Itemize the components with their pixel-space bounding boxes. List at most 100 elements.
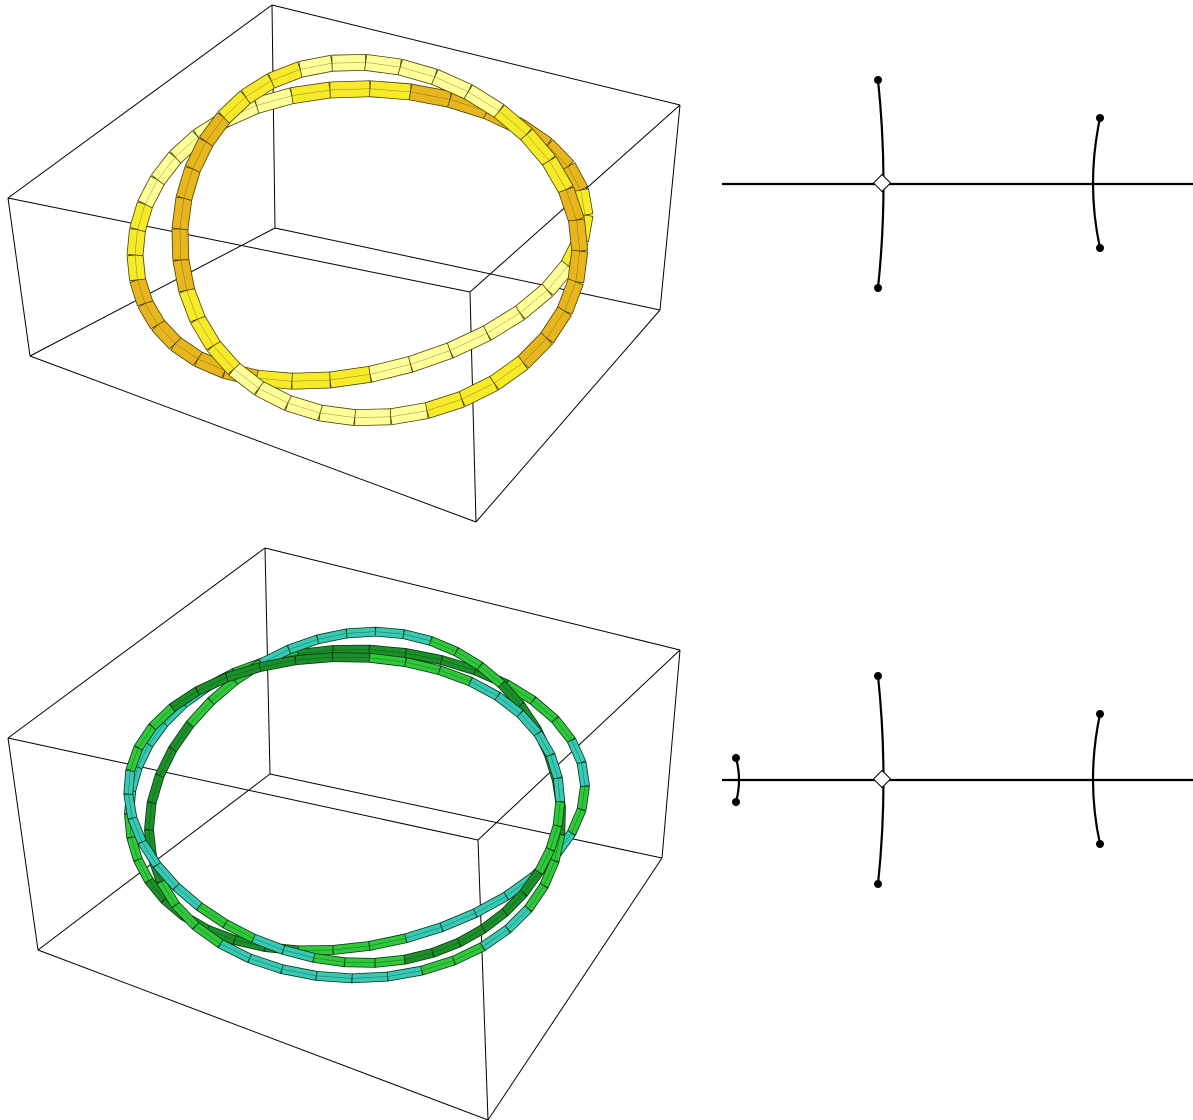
tube-segment-ridge [547, 265, 569, 291]
tube-segment-ridge [537, 733, 551, 756]
tube-segment-ridge [426, 399, 462, 411]
tube-segment-ridge [400, 66, 435, 78]
tube-segment-ridge [441, 659, 476, 671]
tube-segment-ridge [137, 279, 146, 304]
top-right-arc-top-dot [1096, 114, 1104, 122]
tube-segment-ridge [141, 841, 158, 866]
bottom-crossing-arc-top-dot [874, 672, 882, 680]
bottom-crossing-diamond [872, 769, 892, 789]
tube-segment-ridge [258, 388, 288, 404]
tube-segment-ridge [430, 640, 457, 652]
tube-segment-ridge [410, 91, 451, 100]
bottom-left-arc-bottom-dot [732, 798, 740, 806]
tube-segment-ridge [128, 770, 131, 795]
tube-segment-ridge [486, 312, 521, 334]
tube-segment-ridge [195, 925, 221, 945]
tube-segment-ridge [159, 749, 173, 776]
tube-segment-ridge [576, 220, 581, 252]
tube-segment-ridge [134, 254, 138, 280]
tube-segment-ridge [405, 927, 442, 939]
tube-segment-ridge [410, 350, 451, 365]
tube-segment-ridge [332, 656, 370, 659]
tube-segment-ridge [152, 707, 173, 727]
tube-segment-ridge [543, 860, 555, 886]
tube-segment-ridge [520, 713, 539, 734]
bottom-right-arc [1091, 713, 1102, 845]
tube-segment-ridge [434, 76, 469, 92]
tube-segment-ridge [130, 747, 139, 771]
tube-segment-ridge [271, 69, 301, 81]
tube-segment-ridge [137, 744, 150, 768]
tube-segment-ridge [523, 872, 540, 894]
tube-segment-ridge [581, 762, 586, 787]
tube-segment-ridge [369, 88, 411, 93]
tube-segment-ridge [317, 633, 347, 640]
tube-segment-ridge [172, 690, 198, 708]
tube-segment-ridge [223, 96, 246, 118]
tube-segment-ridge [557, 801, 561, 826]
tube-segment-ridge [151, 775, 160, 803]
tube-segment-ridge [387, 970, 422, 977]
tube-segment-ridge [354, 416, 391, 418]
tube-segment-ridge [567, 166, 581, 191]
tube-segment-ridge [157, 156, 176, 180]
tube-segment-ridge [283, 949, 314, 959]
tube-segment-ridge [557, 778, 561, 802]
tube-segment-ridge [432, 942, 460, 954]
tube-segment-ridge [369, 657, 406, 663]
tube-segment-ridge [404, 952, 433, 960]
top-crossing-diamond [872, 173, 892, 193]
tube-segment-ridge [175, 136, 198, 158]
tube-segment-ridge [144, 179, 158, 205]
tube-segment-ridge [253, 938, 284, 951]
tube-segment-ridge [156, 864, 177, 887]
tube-segment-ridge [192, 141, 207, 169]
bottom-left-arc-top-dot [732, 754, 740, 762]
tube-segment-ridge [550, 825, 558, 850]
tube-segment-ridge [189, 700, 212, 725]
tube-segment-ridge [197, 677, 227, 692]
tube-segment-ridge [210, 680, 236, 702]
bottom-diagram [722, 672, 1193, 888]
tube-segment-ridge [555, 719, 572, 741]
tube-segment-ridge [479, 665, 502, 685]
tube-segment-ridge [499, 110, 527, 135]
top-right-arc [1091, 117, 1102, 249]
tube-segment-ridge [198, 906, 226, 925]
tube-segment-ridge [497, 695, 521, 714]
tube-segment-ridge [320, 412, 355, 418]
tube-segment-ridge [575, 251, 581, 282]
top-bounding-box [7, 4, 681, 523]
tube-segment-ridge [179, 198, 185, 229]
tube-segment-ridge [332, 945, 370, 951]
tube-segment-ridge [564, 281, 577, 312]
tube-segment-ridge [186, 290, 198, 320]
tube-segment-ridge [137, 859, 150, 881]
tube-segment-ridge [346, 631, 376, 634]
tube-segment-ridge [259, 660, 296, 668]
tube-segment-ridge [128, 794, 133, 819]
tube-segment-ridge [197, 358, 226, 371]
tube-segment-ridge [522, 338, 548, 363]
tube-segment-ridge [160, 881, 176, 906]
tube-segment-ridge [519, 289, 548, 314]
tube-segment-ridge [580, 190, 586, 216]
tube-segment-ridge [441, 912, 476, 928]
tube-segment-ridge [130, 837, 139, 860]
bottom-crossing-arc-bottom-dot [874, 880, 882, 888]
tube-segment-ridge [329, 374, 371, 381]
tube-segment-ridge [538, 849, 551, 873]
tube-segment-ridge [453, 946, 483, 961]
tube-segment-ridge [470, 681, 498, 697]
tube-segment-ridge [571, 740, 582, 763]
tube-segment-ridge [233, 368, 260, 389]
tube-segment-ridge [475, 895, 507, 914]
tube-segment-ridge [468, 91, 500, 112]
tube-segment-ridge [179, 228, 182, 260]
bottom-right-arc-top-dot [1096, 710, 1104, 718]
tube-segment-ridge [533, 700, 556, 720]
tube-segment-ridge [144, 303, 158, 325]
tube-segment-ridge [175, 343, 198, 360]
tube-segment-ridge [550, 754, 559, 779]
top-right-arc-bottom-dot [1096, 244, 1104, 252]
